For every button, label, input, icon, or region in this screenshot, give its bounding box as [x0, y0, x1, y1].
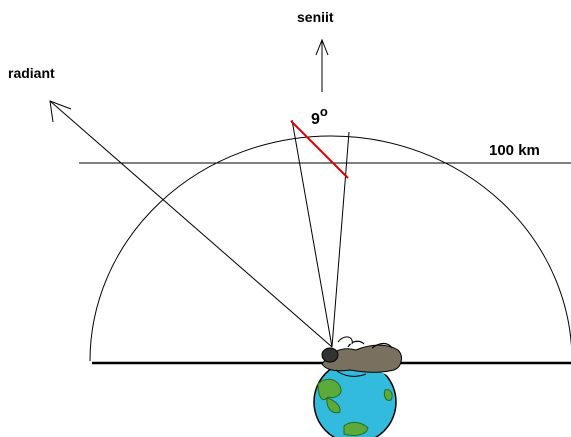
angle-arc-marker [290, 120, 349, 179]
zenith-label: seniit [297, 9, 334, 25]
earth-globe-icon [313, 360, 397, 437]
view-cone-left [291, 119, 333, 348]
reclining-observer-icon [321, 336, 402, 377]
view-cone-right [331, 131, 350, 348]
horizon-dome [89, 135, 571, 362]
angle-value: 9 [311, 111, 320, 128]
radiant-label: radiant [8, 65, 55, 81]
angle-label: 9o [311, 105, 328, 128]
radiant-arrow [49, 100, 333, 348]
angle-degree-sign: o [319, 104, 328, 119]
zenith-arrow [315, 38, 329, 92]
altitude-label: 100 km [489, 142, 540, 159]
